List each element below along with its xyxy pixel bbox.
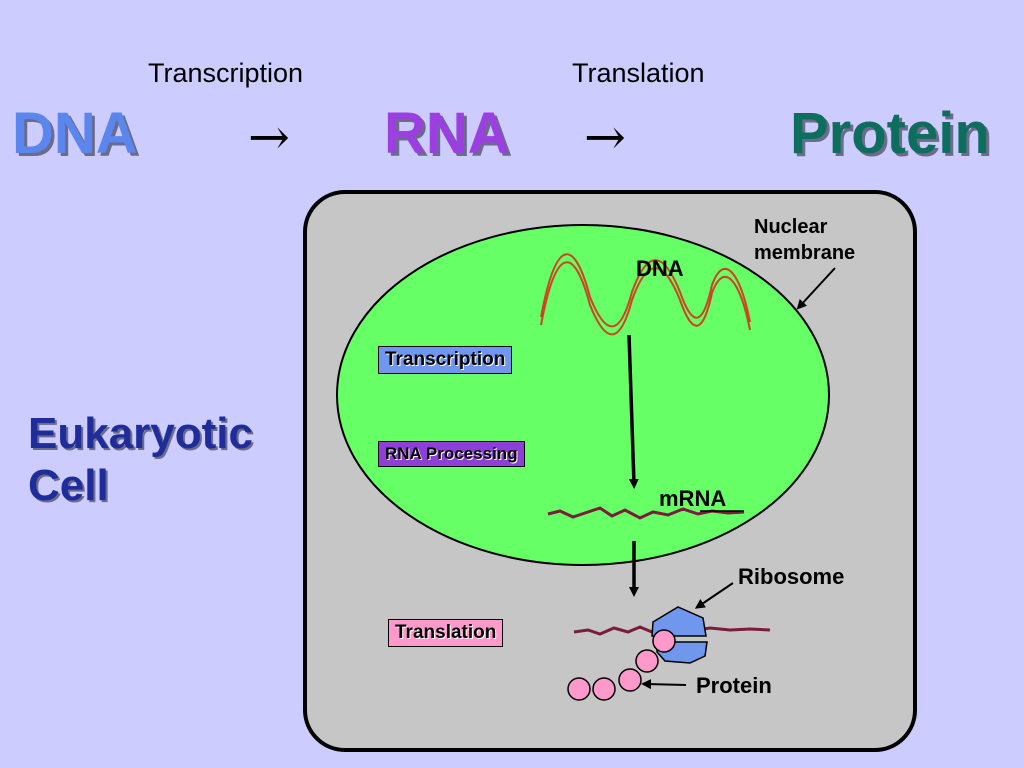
protein-heading: Protein	[790, 101, 990, 166]
protein-bead-icon	[618, 668, 642, 692]
dna-strand-icon	[540, 261, 751, 336]
protein-bead-icon	[652, 629, 676, 653]
protein-label: Protein	[696, 673, 772, 698]
transcription-box: Transcription	[378, 346, 513, 374]
side-title-line1: Eukaryotic	[28, 409, 253, 458]
translation-box: Translation	[388, 619, 504, 647]
nuclear-membrane-pointer-icon	[796, 267, 836, 310]
dna-label: DNA	[636, 256, 684, 281]
arrow-right-icon: →	[248, 108, 290, 166]
protein-bead-icon	[592, 677, 616, 701]
nucleus	[336, 224, 830, 566]
rna-processing-box: RNA Processing	[378, 441, 525, 467]
ribosome-label: Ribosome	[738, 564, 845, 589]
protein-bead-icon	[567, 677, 591, 701]
transcription-arrow-icon	[627, 334, 639, 489]
translation-step-label: Translation	[572, 58, 705, 88]
rna-heading: RNA	[384, 101, 510, 166]
ribosome-icon	[651, 606, 707, 637]
side-title-line2: Cell	[28, 461, 109, 510]
mrna-label: mRNA	[659, 486, 727, 511]
protein-pointer-icon	[641, 679, 687, 690]
nuclear-membrane-label-line1: Nuclear	[754, 216, 828, 238]
mrna-strand-icon	[547, 506, 745, 520]
arrow-right-icon: →	[584, 108, 626, 166]
eukaryotic-cell-title: Eukaryotic Cell	[28, 408, 253, 512]
nuclear-membrane-label: Nuclear membrane	[754, 214, 894, 266]
dna-heading: DNA	[12, 101, 138, 166]
ribosome-pointer-icon	[694, 582, 734, 609]
nuclear-membrane-label-line2: membrane	[754, 242, 856, 264]
transcription-step-label: Transcription	[148, 58, 304, 88]
dna-strand-icon	[540, 253, 751, 328]
protein-bead-icon	[635, 649, 659, 673]
